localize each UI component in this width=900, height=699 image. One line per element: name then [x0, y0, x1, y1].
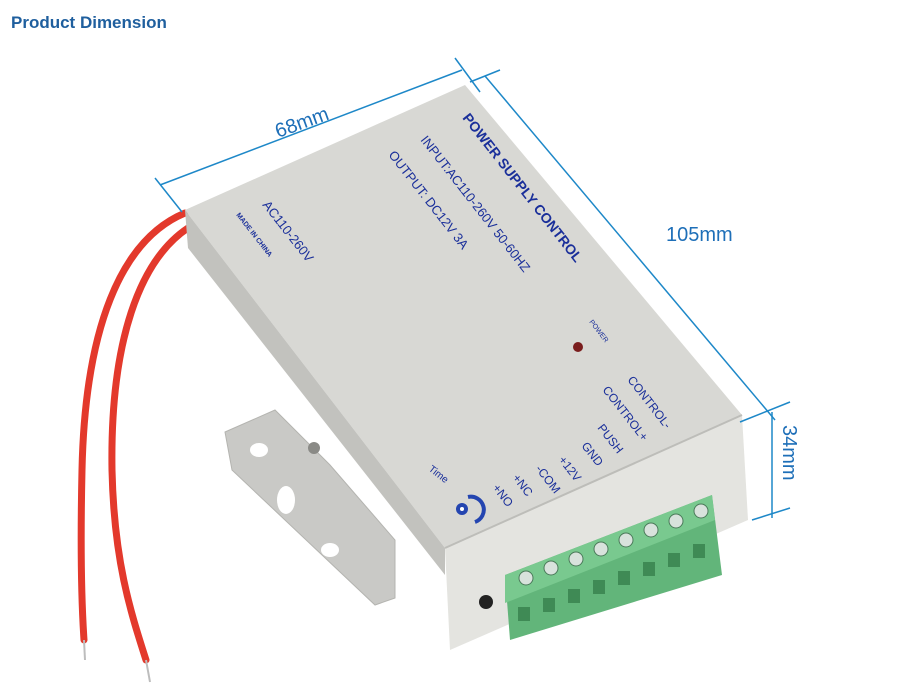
time-adjust-knob-icon — [456, 494, 486, 524]
terminal-block — [505, 495, 722, 640]
mounting-bracket — [224, 409, 396, 606]
power-wires — [77, 209, 192, 683]
page-title: Product Dimension — [11, 13, 167, 32]
case-left-side — [185, 210, 445, 575]
power-led — [573, 342, 583, 352]
dimension-height: 34mm — [778, 425, 800, 481]
dimension-lines — [154, 57, 791, 521]
power-jack — [479, 595, 493, 609]
dimension-length: 105mm — [666, 224, 733, 246]
case-top — [185, 85, 742, 548]
dimension-width: 68mm — [272, 103, 332, 143]
